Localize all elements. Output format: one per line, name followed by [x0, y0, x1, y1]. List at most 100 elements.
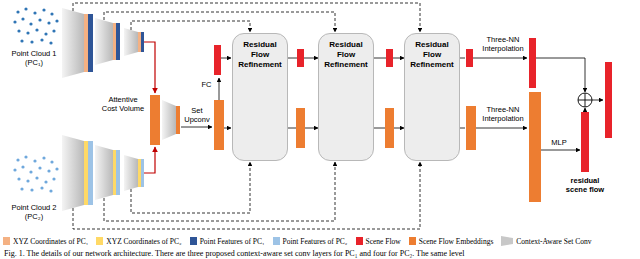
flow-arrow — [460, 128, 465, 129]
point — [38, 18, 41, 21]
scene-flow-bar — [605, 62, 612, 138]
point — [40, 186, 43, 189]
xyz-bar — [113, 23, 116, 60]
point — [55, 19, 58, 22]
set-conv-layer — [62, 8, 84, 78]
output-label: residual scene flow — [563, 176, 607, 194]
point — [35, 28, 38, 31]
point — [55, 167, 58, 170]
set-conv-layer — [95, 145, 113, 200]
point — [42, 156, 45, 159]
feature-bar — [88, 141, 93, 205]
feature-bar — [116, 23, 120, 60]
point — [26, 31, 29, 34]
point — [20, 39, 23, 42]
point — [13, 168, 16, 171]
sum-cross — [578, 93, 592, 107]
point — [38, 166, 41, 169]
point — [16, 158, 19, 161]
point — [42, 8, 45, 11]
point — [24, 7, 27, 10]
flow-arrow — [473, 58, 527, 59]
point — [52, 177, 55, 180]
point — [40, 38, 43, 41]
skip-line — [131, 162, 250, 213]
feature-bar — [141, 32, 144, 52]
embedding-bar — [529, 92, 541, 202]
set-conv-sample — [501, 236, 513, 246]
legend-swatch — [409, 237, 416, 245]
layer-label: MLP — [544, 138, 574, 147]
skip-line — [131, 21, 250, 32]
flow-arrow — [476, 128, 527, 129]
embedding-bar — [296, 108, 305, 148]
refinement-box: Residual Flow Refinement — [404, 33, 460, 161]
set-conv-layer — [124, 28, 138, 56]
legend-swatch — [190, 237, 197, 245]
flow-arrow — [221, 58, 231, 59]
set-conv-layer — [162, 100, 176, 140]
point — [13, 20, 16, 23]
skip-line — [104, 162, 335, 221]
xyz-bar — [84, 14, 88, 72]
embedding-bar — [466, 106, 476, 150]
legend-text: Scene Flow — [366, 237, 401, 246]
input-label: Point Cloud 1 (PC₁) — [8, 49, 60, 67]
layer-label: FC — [199, 80, 214, 89]
node-text: Residual Flow Refinement — [321, 40, 371, 70]
scene-flow-bar — [214, 45, 221, 75]
embedding-bar — [176, 106, 180, 134]
point — [44, 180, 47, 183]
flow-arrow — [219, 78, 220, 100]
set-conv-layer — [62, 135, 84, 211]
point — [24, 155, 27, 158]
module-label: Attentive Cost Volume — [100, 95, 146, 113]
point — [49, 189, 52, 192]
point — [50, 160, 53, 163]
point — [35, 176, 38, 179]
scene-flow-bar — [466, 49, 473, 67]
point — [17, 29, 20, 32]
flow-arrow — [181, 127, 212, 128]
operation-label: Three-NN Interpolation — [479, 105, 527, 123]
operation-label: Three-NN Interpolation — [479, 35, 527, 53]
legend-text: Context-Aware Set Conv — [516, 237, 591, 246]
feature-arrow — [144, 147, 155, 173]
scene-flow-bar — [386, 49, 393, 67]
point — [47, 169, 50, 172]
refinement-box: Residual Flow Refinement — [318, 33, 374, 161]
feature-bar — [141, 159, 144, 187]
point-cloud-1 — [13, 7, 58, 44]
embedding-bar — [385, 108, 394, 148]
point — [29, 170, 32, 173]
sum-circle — [578, 93, 592, 107]
flow-arrow — [224, 128, 231, 129]
cost-volume-bar — [150, 95, 160, 145]
xyz-bar — [84, 141, 88, 205]
scene-flow-bar — [297, 49, 304, 67]
set-conv-layer — [95, 18, 113, 65]
point — [52, 29, 55, 32]
sum-symbol — [578, 93, 592, 107]
point — [16, 10, 19, 13]
point — [47, 21, 50, 24]
figure-caption: Fig. 1. The details of our network archi… — [4, 249, 465, 258]
legend-text: Scene Flow Embeddings — [419, 237, 494, 246]
legend-text: Point Features of PC₁ — [200, 237, 265, 246]
point — [33, 11, 36, 14]
legend-swatch — [273, 237, 280, 245]
embedding-bar — [214, 100, 224, 150]
input-label: Point Cloud 2 (PC₂) — [8, 203, 60, 221]
xyz-bar — [138, 32, 141, 52]
point — [49, 41, 52, 44]
point — [21, 17, 24, 20]
skip-line — [73, 3, 420, 32]
point — [44, 32, 47, 35]
feature-arrow — [144, 42, 155, 93]
flow-arrow — [592, 100, 603, 101]
legend-swatch — [3, 237, 10, 245]
legend-text: XYZ Coordinates of PC₂ — [106, 237, 181, 246]
scene-flow-bar — [529, 38, 536, 88]
node-text: Residual Flow Refinement — [235, 40, 285, 70]
xyz-bar — [113, 150, 116, 195]
